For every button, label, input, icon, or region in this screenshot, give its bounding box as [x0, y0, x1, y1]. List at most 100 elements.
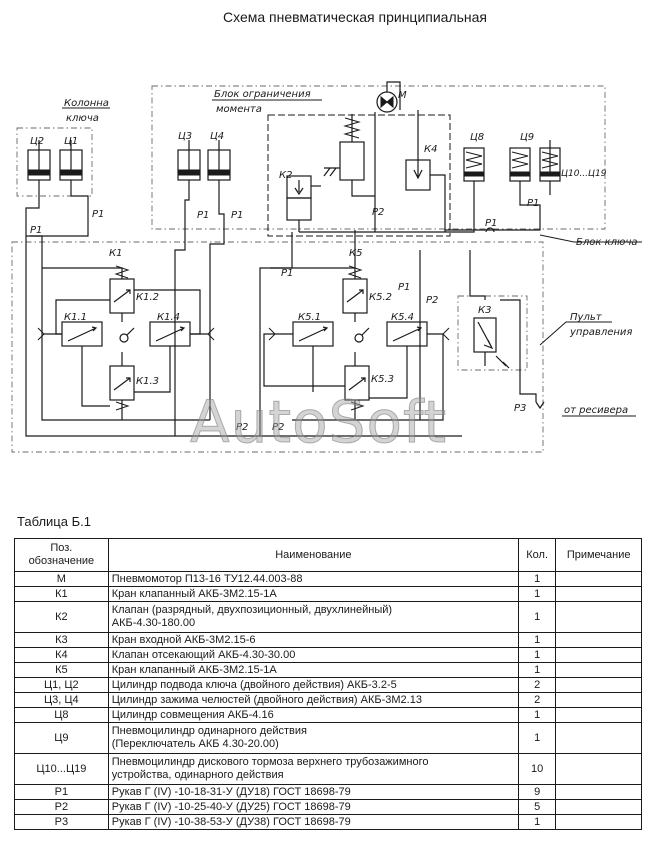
cell-qty: 1: [517, 586, 557, 602]
selector-k1: [119, 327, 135, 343]
cell-name: Цилиндр совмещения АКБ-4.16: [107, 707, 520, 723]
cell-note: [555, 677, 642, 693]
hose-p1-g: Р1: [281, 268, 293, 279]
cell-qty: 1: [517, 814, 557, 830]
cylinder-c10-c19: [539, 140, 561, 182]
c3-label: Ц3: [178, 131, 192, 142]
cell-name: Кран входной АКБ-3М2.15-6: [107, 632, 520, 648]
cell-name: Кран клапанный АКБ-3М2.15-1А: [107, 662, 520, 678]
k3-label: К3: [478, 305, 491, 316]
cell-name: Клапан отсекающий АКБ-4.30-30.00: [107, 647, 520, 663]
cell-name-line: Пневмомотор П13-16 ТУ12.44.003-88: [111, 572, 303, 585]
hose-p1-c: Р1: [197, 210, 209, 221]
air-motor-m: [376, 91, 398, 113]
c10-19-label: Ц10...Ц19: [561, 169, 607, 179]
header-pos-line-2: обозначение: [28, 555, 95, 567]
torque-spring-valve: [323, 114, 365, 181]
control-panel-zone-boundary: [457, 295, 528, 371]
cell-name: Клапан (разрядный, двухпозиционный, двух…: [107, 601, 520, 633]
cell-name: Рукав Г (IV) -10-25-40-У (ДУ25) ГОСТ 186…: [107, 799, 520, 815]
hose-p1-h: Р1: [398, 282, 410, 293]
cell-pos: К2: [14, 601, 109, 633]
cell-name: Кран клапанный АКБ-3М2.15-1А: [107, 586, 520, 602]
k11-label: К1.1: [64, 312, 87, 323]
cell-name-line: Цилиндр зажима челюстей (двойного действ…: [111, 693, 422, 706]
k14-label: К1.4: [157, 312, 180, 323]
header-note: Примечание: [555, 538, 642, 572]
header-pos-line-1: Поз.: [50, 542, 73, 554]
valve-k2: [286, 175, 321, 221]
c8-label: Ц8: [470, 132, 484, 143]
cell-name: Пневмомотор П13-16 ТУ12.44.003-88: [107, 571, 520, 587]
cell-note: [555, 692, 642, 708]
k4-label: К4: [424, 144, 437, 155]
k51-label: К5.1: [298, 312, 321, 323]
c4-label: Ц4: [210, 131, 224, 142]
cell-note: [555, 586, 642, 602]
cell-name-line: Клапан (разрядный, двухпозиционный, двух…: [111, 604, 393, 616]
c9-label: Ц9: [520, 132, 534, 143]
cell-pos: Р3: [14, 814, 109, 830]
specification-table: Поз. обозначение Наименование Кол. Приме…: [14, 538, 642, 830]
cell-name-line: устройства, одинарного действия: [111, 769, 284, 781]
cell-note: [555, 707, 642, 723]
cell-name-line: Кран клапанный АКБ-3М2.15-1А: [111, 663, 277, 676]
hose-p2-c: Р2: [236, 422, 248, 433]
column-label-2: ключа: [66, 113, 99, 124]
k5-label: К5: [349, 248, 362, 259]
cell-note: [555, 753, 642, 785]
selector-k5: [354, 327, 370, 343]
table-caption: Таблица Б.1: [17, 514, 91, 529]
cell-note: [555, 799, 642, 815]
cell-pos: Р1: [14, 784, 109, 800]
k53-label: К5.3: [371, 374, 394, 385]
cell-pos: К4: [14, 647, 109, 663]
cell-name: Пневмоцилиндр дискового тормоза верхнего…: [107, 753, 520, 785]
k12-label: К1.2: [136, 292, 159, 303]
hose-p2-a: Р2: [372, 207, 384, 218]
cell-qty: 5: [517, 799, 557, 815]
cell-name-line: АКБ-4.30-180.00: [111, 617, 196, 629]
k2-label: К2: [279, 170, 292, 181]
k1-label: К1: [109, 248, 122, 259]
torque-label-2: момента: [216, 104, 262, 115]
valve-k14: [149, 321, 215, 347]
page-title: Схема пневматическая принципиальная: [222, 9, 488, 25]
cell-pos: Ц9: [14, 722, 109, 754]
header-pos: Поз. обозначение: [14, 538, 109, 572]
cylinder-c3: [177, 140, 201, 181]
cell-qty: 1: [517, 601, 557, 633]
cell-pos: К5: [14, 662, 109, 678]
cell-qty: 2: [517, 692, 557, 708]
cell-name-line: Цилиндр совмещения АКБ-4.16: [111, 708, 274, 721]
cell-name: Цилиндр подвода ключа (двойного действия…: [107, 677, 520, 693]
valve-k4: [405, 150, 431, 191]
cell-note: [555, 722, 642, 754]
pipelines: [25, 81, 551, 437]
hose-p2-d: Р2: [272, 422, 284, 433]
cell-pos: Ц3, Ц4: [14, 692, 109, 708]
cell-name: Рукав Г (IV) -10-18-31-У (ДУ18) ГОСТ 186…: [107, 784, 520, 800]
cylinder-c4: [207, 140, 231, 181]
cell-name: Цилиндр зажима челюстей (двойного действ…: [107, 692, 520, 708]
hose-p1-e: Р1: [485, 218, 497, 229]
hose-p1-f: Р1: [527, 198, 539, 209]
hose-p3: Р3: [514, 403, 526, 414]
cell-pos: К3: [14, 632, 109, 648]
cell-pos: К1: [14, 586, 109, 602]
cell-qty: 1: [517, 571, 557, 587]
cell-name-line: Цилиндр подвода ключа (двойного действия…: [111, 678, 397, 691]
hose-p1-b: Р1: [92, 209, 104, 220]
k54-label: К5.4: [391, 312, 414, 323]
valve-k11: [37, 321, 103, 347]
